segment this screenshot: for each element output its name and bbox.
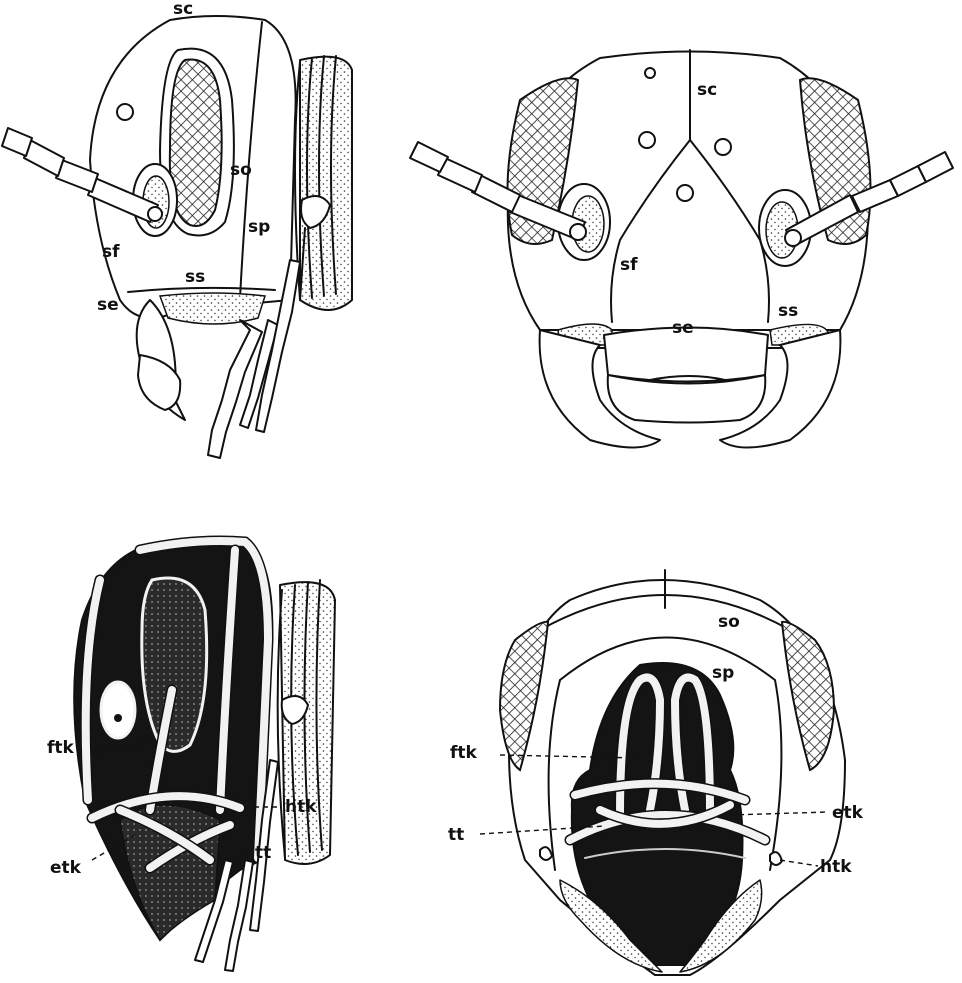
ocellus-frontal-median bbox=[677, 185, 693, 201]
label-etk-lateral: etk bbox=[50, 858, 82, 878]
label-sp: sp bbox=[248, 217, 270, 237]
label-sc-frontal: sc bbox=[697, 80, 717, 100]
label-so: so bbox=[230, 160, 252, 180]
label-htk-lateral: htk bbox=[285, 797, 317, 817]
head-lateral-view: sc so sp sf ss se bbox=[2, 0, 352, 458]
label-sf-frontal: sf bbox=[620, 255, 638, 275]
ocellus-frontal-right bbox=[715, 139, 731, 155]
label-ftk-lateral: ftk bbox=[47, 738, 75, 758]
label-tt-lateral: tt bbox=[255, 843, 271, 863]
ocellus-frontal-left bbox=[639, 132, 655, 148]
antennal-socket-dark bbox=[101, 682, 135, 738]
label-ss-frontal: ss bbox=[778, 301, 798, 321]
label-htk-posterior: htk bbox=[820, 857, 852, 877]
head-frontal-internal-view: so sp ftk tt etk htk bbox=[448, 570, 864, 975]
label-etk-posterior: etk bbox=[832, 803, 864, 823]
label-ftk-posterior: ftk bbox=[450, 743, 478, 763]
label-se: se bbox=[97, 295, 119, 315]
label-sf: sf bbox=[102, 242, 120, 262]
label-sp-posterior: sp bbox=[712, 663, 734, 683]
label-ss: ss bbox=[185, 267, 205, 287]
label-so-posterior: so bbox=[718, 612, 740, 632]
head-lateral-internal-view: ftk etk htk tt bbox=[47, 540, 335, 971]
head-frontal-view: sc sf se ss bbox=[410, 50, 953, 448]
ocellus-lateral bbox=[117, 104, 133, 120]
label-tt-posterior: tt bbox=[448, 825, 464, 845]
label-sc: sc bbox=[173, 0, 193, 19]
label-se-frontal: se bbox=[672, 318, 694, 338]
